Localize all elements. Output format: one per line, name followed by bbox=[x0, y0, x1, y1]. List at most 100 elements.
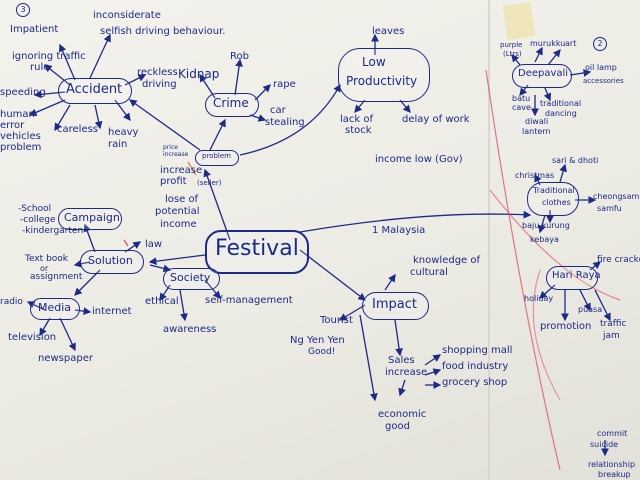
accident-item-0: Impatient bbox=[10, 24, 59, 35]
impact-item-7: increase bbox=[385, 367, 428, 378]
accident-item-2: selfish driving behaviour. bbox=[100, 26, 226, 37]
hari-raya-node bbox=[546, 266, 598, 290]
accident-item-8: vehicles bbox=[0, 131, 41, 142]
hari-raya-item-3: promotion bbox=[540, 321, 592, 332]
campaign-item-0: -School bbox=[18, 204, 52, 214]
right-bottom-item-0: commit bbox=[597, 429, 628, 438]
impact-label: Impact bbox=[372, 297, 417, 312]
accident-item-1: inconsiderate bbox=[93, 10, 161, 21]
solution-item-2: or bbox=[40, 264, 49, 273]
crime-item-0: Kidnap bbox=[178, 67, 220, 81]
productivity-item-4: income low (Gov) bbox=[375, 154, 463, 165]
accident-item-6: human bbox=[0, 109, 35, 120]
accident-item-11: heavy bbox=[108, 127, 139, 138]
deepavali-item-3: art bbox=[565, 39, 577, 48]
media-item-3: newspaper bbox=[38, 353, 93, 364]
traditional-clothes-item-3: samfu bbox=[597, 204, 622, 213]
traditional-clothes-item-4: baju kurung bbox=[522, 221, 570, 230]
problem-item-2: increase bbox=[160, 165, 203, 176]
solution-label: Solution bbox=[88, 254, 133, 267]
impact-item-10: grocery shop bbox=[442, 377, 508, 388]
problem-item-1: increase bbox=[163, 151, 189, 158]
productivity-item-3: delay of work bbox=[402, 114, 470, 125]
society-item-0: ethical bbox=[145, 296, 179, 307]
traditional-clothes-node bbox=[527, 182, 579, 216]
accident-item-10: careless bbox=[57, 124, 99, 135]
link-center-solution bbox=[148, 254, 206, 266]
festival-node bbox=[205, 230, 309, 274]
campaign-node bbox=[58, 208, 122, 230]
accident-item-12: rain bbox=[108, 139, 128, 150]
society-item-2: awareness bbox=[163, 324, 217, 335]
traditional-clothes-item-0: christmas bbox=[515, 171, 555, 180]
crime-label: Crime bbox=[213, 96, 249, 110]
traditional-clothes-item-5: kebaya bbox=[530, 235, 559, 244]
impact-item-2: cultural bbox=[410, 267, 448, 278]
corner-number-left: 3 bbox=[16, 3, 30, 17]
media-node bbox=[30, 298, 80, 320]
deepavali-item-10: diwali bbox=[525, 117, 549, 126]
productivity-item-2: stock bbox=[345, 125, 372, 136]
traditional-clothes-label-line1: Traditional bbox=[533, 186, 575, 195]
deepavali-item-4: oil lamp bbox=[585, 63, 617, 72]
traditional-clothes-item-2: cheongsam bbox=[593, 192, 640, 201]
deepavali-node bbox=[512, 64, 572, 88]
society-item-1: self-management bbox=[205, 295, 293, 306]
accident-node bbox=[58, 78, 132, 104]
problem-item-3: profit bbox=[160, 176, 187, 187]
campaign-item-2: -kindergarten bbox=[22, 226, 84, 236]
accident-item-13: reckless bbox=[137, 67, 178, 78]
accident-item-9: problem bbox=[0, 142, 42, 153]
traditional-clothes-item-1: sari & dhoti bbox=[552, 156, 599, 165]
problem-item-7: income bbox=[160, 219, 197, 230]
accident-label: Accident bbox=[66, 82, 123, 97]
link-center-traditional bbox=[299, 210, 532, 233]
impact-item-0: 1 Malaysia bbox=[372, 225, 426, 236]
hari-raya-item-0: fire crackers bbox=[597, 255, 640, 265]
productivity-label-line2: Productivity bbox=[346, 74, 418, 88]
festival-label: Festival bbox=[215, 236, 299, 261]
sheet-divider bbox=[488, 0, 490, 480]
link-problem-crime bbox=[209, 118, 226, 151]
crime-item-1: Rob bbox=[230, 51, 249, 62]
problem-node bbox=[195, 150, 239, 166]
productivity-item-1: lack of bbox=[340, 114, 374, 125]
media-item-1: internet bbox=[92, 306, 132, 317]
deepavali-item-1: (Ltrs) bbox=[503, 50, 522, 58]
deepavali-item-5: accessories bbox=[583, 77, 624, 85]
impact-item-12: good bbox=[385, 421, 410, 432]
corner-number-right: 2 bbox=[593, 37, 607, 51]
crime-item-4: stealing bbox=[265, 117, 305, 128]
deepavali-item-6: batu bbox=[512, 94, 531, 103]
productivity-label-line1: Low bbox=[362, 55, 386, 69]
link-center-problem bbox=[203, 168, 231, 241]
impact-item-1: knowledge of bbox=[413, 255, 481, 266]
media-label: Media bbox=[38, 301, 72, 314]
media-item-2: television bbox=[8, 332, 57, 343]
problem-item-4: (seller) bbox=[197, 179, 222, 187]
impact-item-9: food industry bbox=[442, 361, 509, 372]
impact-item-6: Sales bbox=[388, 355, 415, 366]
hari-raya-item-4: traffic bbox=[600, 319, 627, 329]
right-bottom-item-1: suicide bbox=[590, 440, 619, 449]
accident-item-7: error bbox=[0, 120, 25, 131]
impact-node bbox=[362, 292, 429, 320]
problem-item-6: potential bbox=[155, 206, 200, 217]
hari-raya-item-5: jam bbox=[603, 331, 620, 341]
crime-item-2: rape bbox=[273, 79, 296, 90]
productivity-node bbox=[338, 48, 430, 102]
link-problem-productivity bbox=[239, 83, 341, 156]
problem-item-5: lose of bbox=[165, 194, 199, 205]
society-label: Society bbox=[170, 271, 211, 284]
productivity-item-0: leaves bbox=[372, 26, 405, 37]
traditional-clothes-label-line2: clothes bbox=[542, 198, 571, 207]
impact-item-8: shopping mall bbox=[442, 345, 513, 356]
deepavali-label: Deepavali bbox=[518, 68, 569, 79]
crime-item-3: car bbox=[270, 105, 286, 116]
crime-node bbox=[205, 93, 259, 117]
deepavali-item-0: purple bbox=[500, 41, 523, 49]
accident-item-4: rule bbox=[30, 62, 50, 73]
accident-item-14: driving bbox=[142, 79, 177, 90]
deepavali-item-2: murukku bbox=[530, 39, 566, 48]
accident-item-3: ignoring traffic bbox=[12, 51, 86, 62]
